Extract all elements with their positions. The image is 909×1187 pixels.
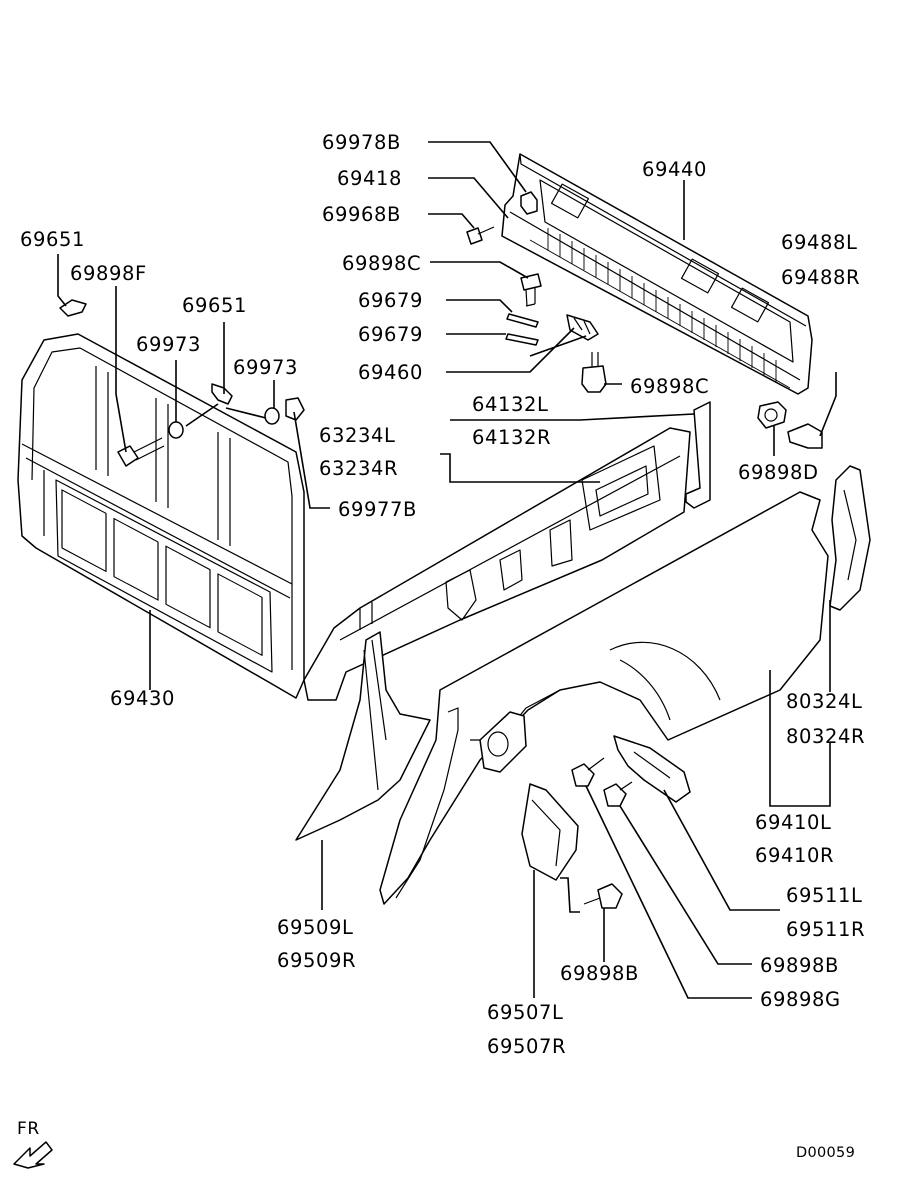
- label-64132r: 64132R: [472, 426, 551, 449]
- callout-labels: 69978B 69418 69440 69968B 69488L 69488R …: [17, 131, 865, 1161]
- label-69460: 69460: [358, 361, 423, 384]
- label-69973-a: 69973: [136, 333, 201, 356]
- label-69651-right: 69651: [182, 294, 247, 317]
- label-69410r: 69410R: [755, 844, 834, 867]
- label-69511r: 69511R: [786, 918, 865, 941]
- front-arrow-icon: [13, 1141, 53, 1169]
- bolt-69898c-upper: [520, 273, 542, 307]
- inner-liner-69509: [295, 631, 431, 841]
- label-69973-b: 69973: [233, 356, 298, 379]
- front-panel-69430: [17, 333, 305, 699]
- label-69898c-upper: 69898C: [342, 252, 421, 275]
- leader-lines: [57, 141, 837, 999]
- label-69651-left: 69651: [20, 228, 85, 251]
- clip-69651-left: [59, 299, 87, 317]
- label-69898f: 69898F: [70, 262, 147, 285]
- rear-bracket-80324: [829, 465, 871, 611]
- screw-69968b: [466, 226, 495, 245]
- label-69898g: 69898G: [760, 988, 841, 1011]
- outer-fender-69410: [379, 491, 829, 905]
- bolt-69898d: [757, 401, 787, 429]
- clip-69651-right: [211, 383, 233, 405]
- label-69968b: 69968B: [322, 203, 401, 226]
- cap-69977b: [285, 397, 305, 421]
- label-69978b: 69978B: [322, 131, 401, 154]
- label-63234l: 63234L: [319, 424, 396, 447]
- label-69418: 69418: [337, 167, 402, 190]
- label-69898b-right: 69898B: [760, 954, 839, 977]
- bolt-69898c-lower: [581, 352, 607, 393]
- bolt-69898g: [571, 757, 605, 787]
- label-fr: FR: [17, 1119, 40, 1139]
- tailgate-panel: [501, 153, 813, 395]
- rail-64132: [685, 401, 711, 509]
- label-69679-b: 69679: [358, 323, 423, 346]
- label-69430: 69430: [110, 687, 175, 710]
- label-69440: 69440: [642, 158, 707, 181]
- inner-side-panel-63234: [303, 427, 691, 701]
- bolt-69898b-bottom: [583, 883, 623, 909]
- label-69898d: 69898D: [738, 461, 819, 484]
- label-69898b-bottom: 69898B: [560, 962, 639, 985]
- label-69977b: 69977B: [338, 498, 417, 521]
- pin-69679: [505, 313, 539, 346]
- label-69507r: 69507R: [487, 1035, 566, 1058]
- label-80324l: 80324L: [786, 690, 863, 713]
- label-69679-a: 69679: [358, 289, 423, 312]
- diagram-code: D00059: [796, 1145, 855, 1161]
- clip-69978b: [520, 191, 538, 215]
- label-64132l: 64132L: [472, 393, 549, 416]
- label-69898c-lower: 69898C: [630, 375, 709, 398]
- label-80324r: 80324R: [786, 725, 865, 748]
- label-69509r: 69509R: [277, 949, 356, 972]
- washer-69973-a: [168, 421, 184, 439]
- label-69488l: 69488L: [781, 231, 858, 254]
- label-69410l: 69410L: [755, 811, 832, 834]
- hinge-69460: [566, 314, 599, 341]
- striker-69488: [787, 423, 823, 449]
- label-63234r: 63234R: [319, 457, 398, 480]
- label-69509l: 69509L: [277, 916, 354, 939]
- washer-69973-b: [264, 407, 280, 425]
- label-69511l: 69511L: [786, 884, 863, 907]
- label-69507l: 69507L: [487, 1001, 564, 1024]
- bolt-69898b-right: [603, 781, 633, 807]
- splash-guard-69507: [521, 783, 579, 881]
- label-69488r: 69488R: [781, 266, 860, 289]
- bracket-69511: [613, 735, 691, 803]
